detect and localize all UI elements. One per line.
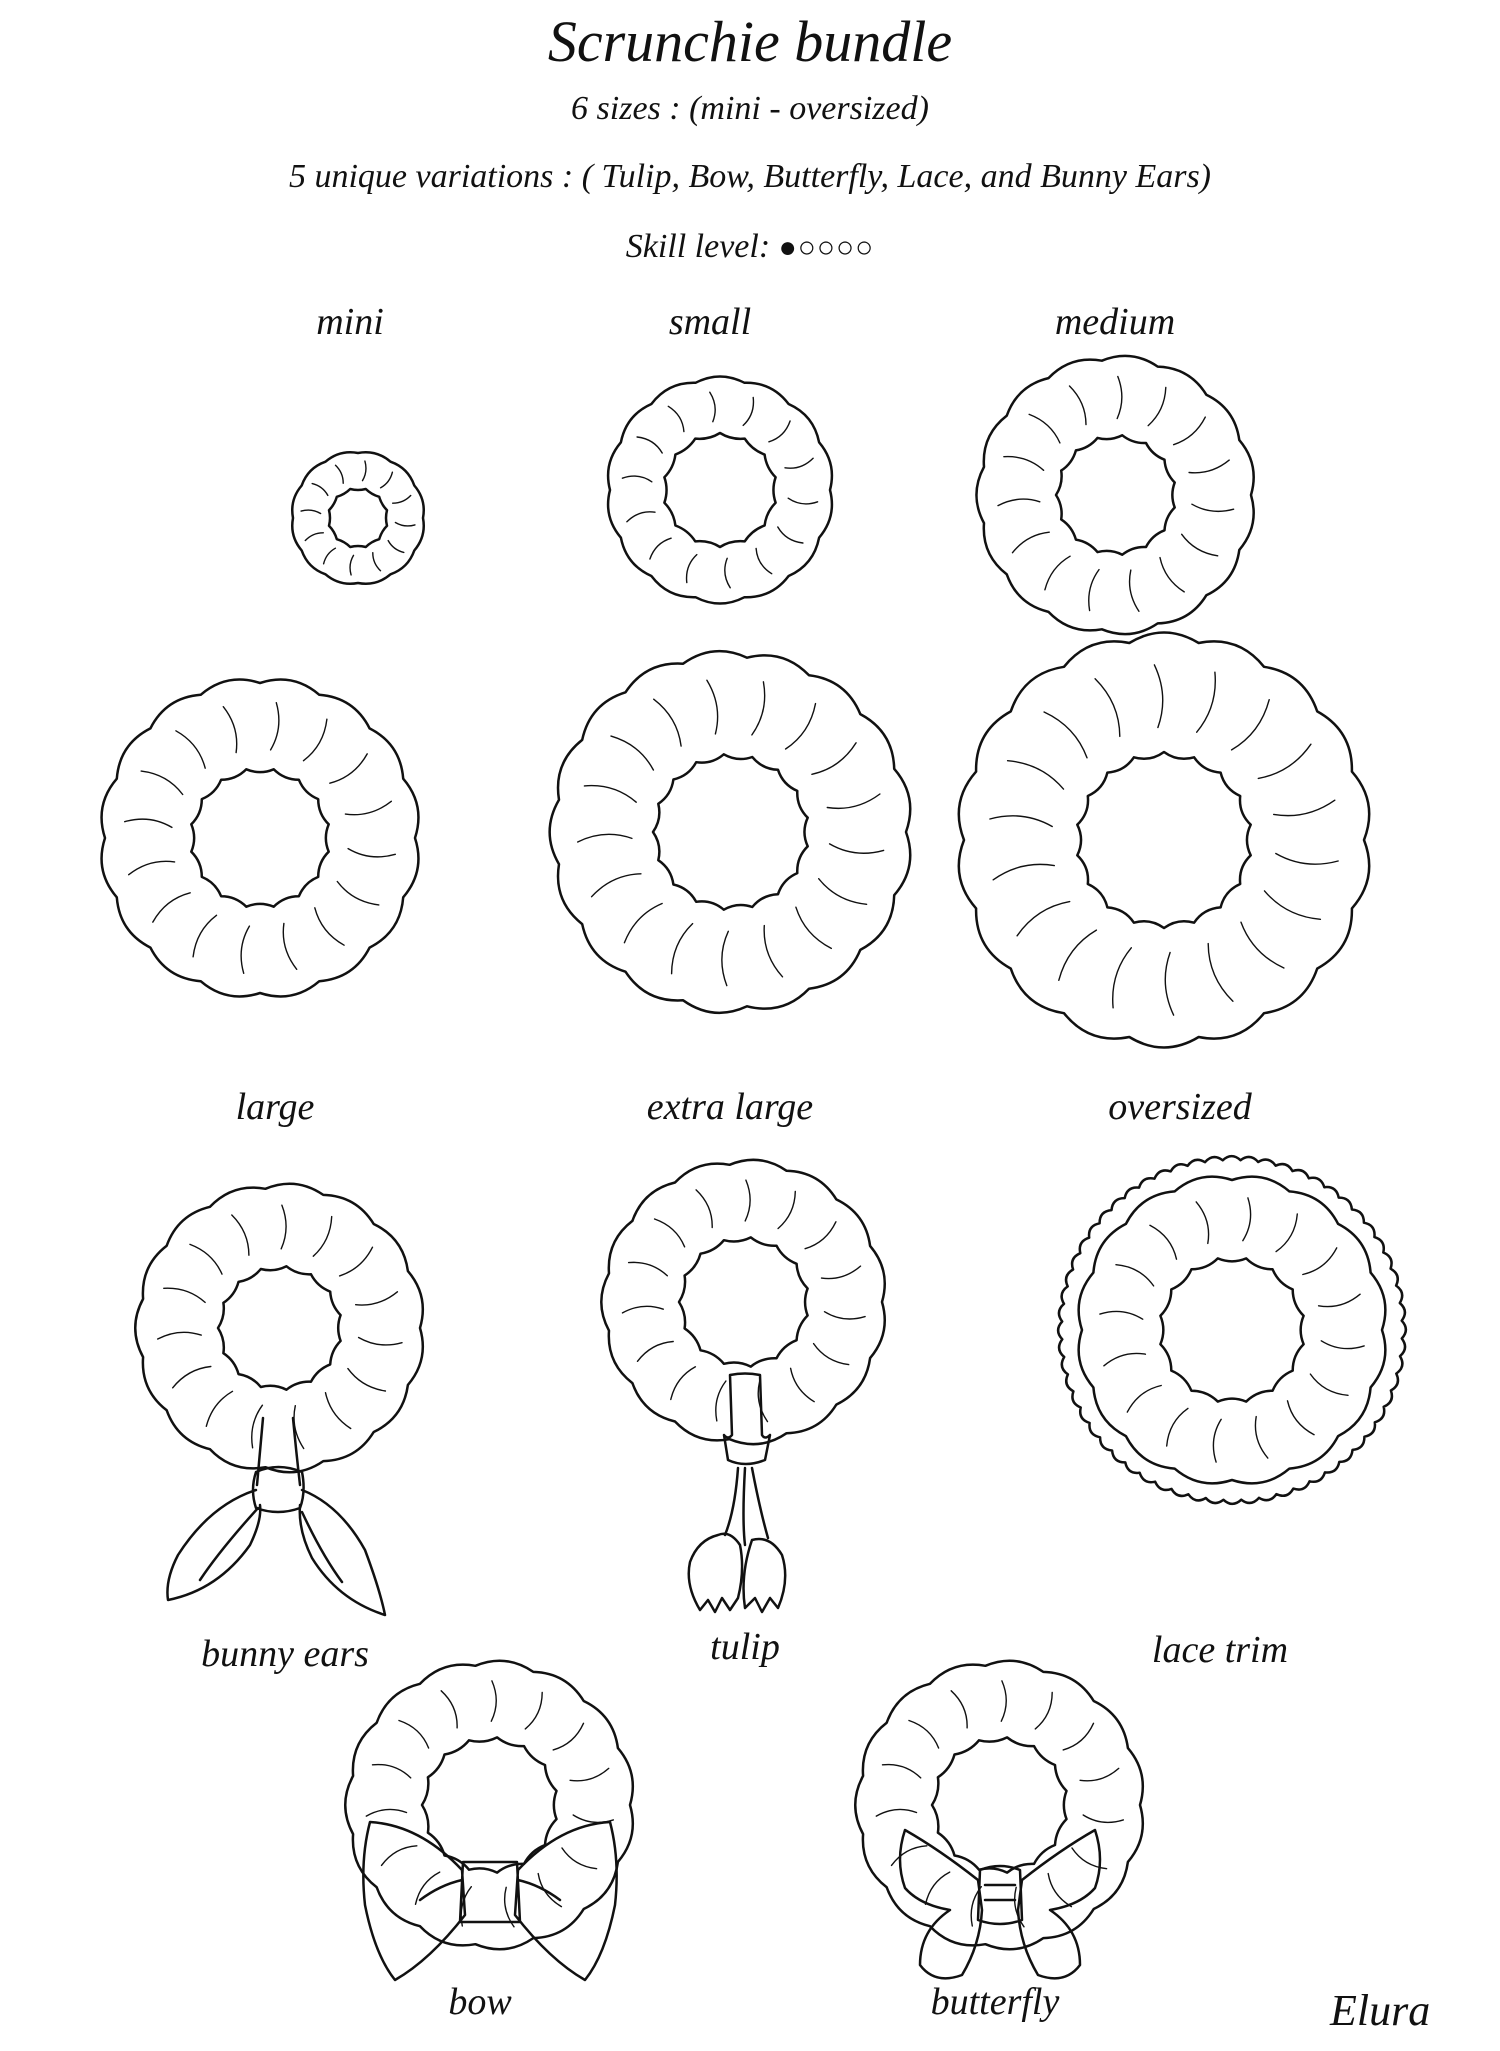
scrunchie-mini [291,451,425,585]
scrunchie-gathers [875,1680,1124,1928]
scrunchie-bow [344,1659,634,1951]
sizes-line: 6 sizes : (mini - oversized) [571,90,929,127]
scrunchie-inner-edge [420,1736,558,1874]
variations-line: 5 unique variations : ( Tulip, Bow, Butt… [288,158,1212,195]
scrunchie-outer-edge [606,375,834,605]
scrunchie-inner-edge [1159,1257,1305,1403]
size-label-small: small [668,301,752,343]
scrunchie-outer-edge [100,678,420,998]
scrunchie-inner-edge [1054,434,1176,556]
signature-logo: Elura [1330,1986,1431,2035]
scrunchie-small [606,375,834,605]
size-label-mini: mini [316,301,384,343]
scrunchie-gathers [621,391,819,589]
scrunchie-tulip [600,1158,886,1446]
scrunchie-inner-edge [651,753,809,911]
variation-label-lace-trim: lace trim [1151,1629,1289,1671]
variation-label-tulip: tulip [710,1626,780,1668]
scrunchie-outer-edge [344,1659,634,1951]
scrunchie-inner-edge [930,1736,1068,1874]
bow-tie [362,1820,618,1982]
butterfly-bow [898,1828,1102,1980]
scrunchie-outer-edge [1077,1175,1387,1485]
scrunchie-outer-edge [291,451,425,585]
scrunchie-extra-large [548,649,912,1015]
scrunchie-outer-edge [854,1659,1144,1951]
variation-label-bunny-ears: bunny ears [201,1633,369,1675]
scrunchie-inner-edge [190,768,330,908]
scrunchie-outer-edge [548,649,912,1015]
variation-label-butterfly: butterfly [930,1981,1060,2023]
bunny-ears-knot [166,1416,387,1617]
scrunchie-oversized [957,631,1371,1049]
scrunchie-gathers [124,702,396,974]
scrunchie-gathers [997,375,1235,612]
lace-edge [1056,1154,1408,1506]
scrunchie-butterfly [854,1659,1144,1951]
size-label-medium: medium [1054,301,1176,343]
scrunchie-gathers [621,1179,866,1423]
scrunchie-medium [975,354,1255,636]
skill-level: Skill level: ●○○○○ [0,228,1500,266]
page-title: Scrunchie bundle [547,9,953,74]
scrunchie-outer-edge [600,1158,886,1446]
scrunchie-gathers [300,460,416,576]
scrunchie-gathers [365,1680,614,1928]
scrunchie-inner-edge [327,487,389,549]
scrunchie-gathers [989,664,1339,1016]
size-label-large: large [235,1086,315,1128]
scrunchie-large [100,678,420,998]
scrunchie-outer-edge [957,631,1371,1049]
size-label-extra-large: extra large [646,1086,814,1128]
size-label-oversized: oversized [1108,1086,1252,1128]
scrunchie-gathers [1099,1197,1365,1463]
scrunchie-inner-edge [677,1236,809,1368]
scrunchie-outer-edge [975,354,1255,636]
skill-label: Skill level: [625,228,771,265]
scrunchie-bunny-ears [134,1182,424,1474]
skill-rating-dots: ●○○○○ [778,231,875,264]
scrunchie-inner-edge [663,431,777,549]
variation-label-bow: bow [448,1981,512,2023]
scrunchie-gathers [577,679,885,987]
scrunchie-lace-trim [1056,1154,1408,1506]
scrunchie-outer-edge [134,1182,424,1474]
scrunchie-inner-edge [216,1265,342,1391]
scrunchie-inner-edge [1076,750,1252,930]
tulip-charm [687,1372,787,1614]
